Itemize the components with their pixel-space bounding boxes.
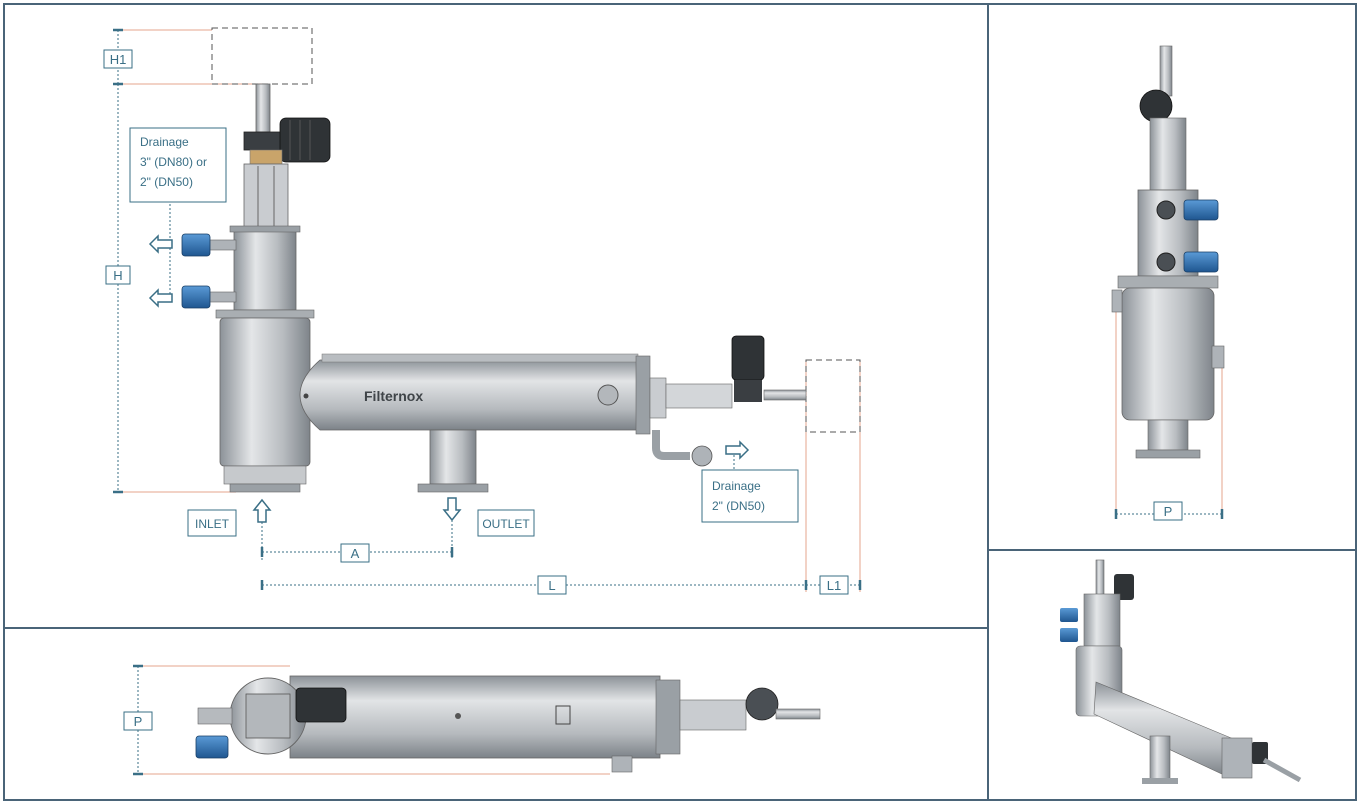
label-h: H: [105, 265, 131, 285]
svg-text:P: P: [134, 714, 143, 729]
label-outlet: OUTLET: [477, 509, 535, 537]
arrow-left-icon: [148, 234, 173, 254]
top-plan-view: P: [123, 664, 821, 776]
svg-text:3" (DN80) or: 3" (DN80) or: [140, 155, 207, 169]
label-drainage-top: Drainage 3" (DN80) or 2" (DN50): [129, 127, 227, 203]
arrow-left-icon: [148, 288, 173, 308]
svg-text:2" (DN50): 2" (DN50): [712, 499, 765, 513]
label-l: L: [537, 575, 567, 595]
svg-text:H1: H1: [110, 52, 127, 67]
svg-text:2" (DN50): 2" (DN50): [140, 175, 193, 189]
svg-text:Drainage: Drainage: [712, 479, 761, 493]
outlet-pipe: [429, 429, 477, 485]
svg-text:L1: L1: [827, 578, 841, 593]
isometric-view: [1060, 559, 1302, 784]
panel-frames: [3, 3, 1357, 801]
brand-logo-text: Filternox: [364, 388, 423, 404]
label-inlet: INLET: [187, 509, 237, 537]
label-a: A: [340, 543, 370, 563]
vertical-filter-housing: [219, 317, 311, 467]
label-l1: L1: [819, 575, 849, 595]
label-p-top: P: [123, 711, 153, 731]
dimension-lines: [117, 30, 860, 586]
top-motor-assembly: [243, 83, 331, 229]
arrow-down-icon: [442, 497, 462, 522]
label-p-right: P: [1153, 501, 1183, 521]
right-actuator-assembly: [649, 335, 807, 467]
label-drainage-bottom: Drainage 2" (DN50): [701, 469, 799, 523]
svg-text:OUTLET: OUTLET: [482, 517, 530, 531]
front-end-view: P: [1111, 45, 1225, 521]
upper-chamber: [233, 227, 297, 311]
clearance-box-right: [805, 359, 861, 433]
clearance-box-top: [211, 27, 313, 85]
horizontal-filter-body: [299, 359, 641, 431]
arrow-up-icon: [252, 498, 272, 523]
main-elevation-view: Filternox H1 H A L L1 INLET: [103, 27, 862, 595]
arrow-right-icon: [725, 440, 750, 460]
svg-text:P: P: [1164, 504, 1173, 519]
svg-text:A: A: [351, 546, 360, 561]
label-h1: H1: [103, 49, 133, 69]
svg-text:Drainage: Drainage: [140, 135, 189, 149]
svg-text:L: L: [548, 578, 555, 593]
plan-body: [289, 675, 661, 759]
dimension-ticks: [113, 28, 862, 590]
outer-frame: [3, 3, 1357, 801]
drain-valves-left: [181, 233, 237, 309]
svg-text:H: H: [113, 268, 122, 283]
svg-text:INLET: INLET: [195, 517, 230, 531]
